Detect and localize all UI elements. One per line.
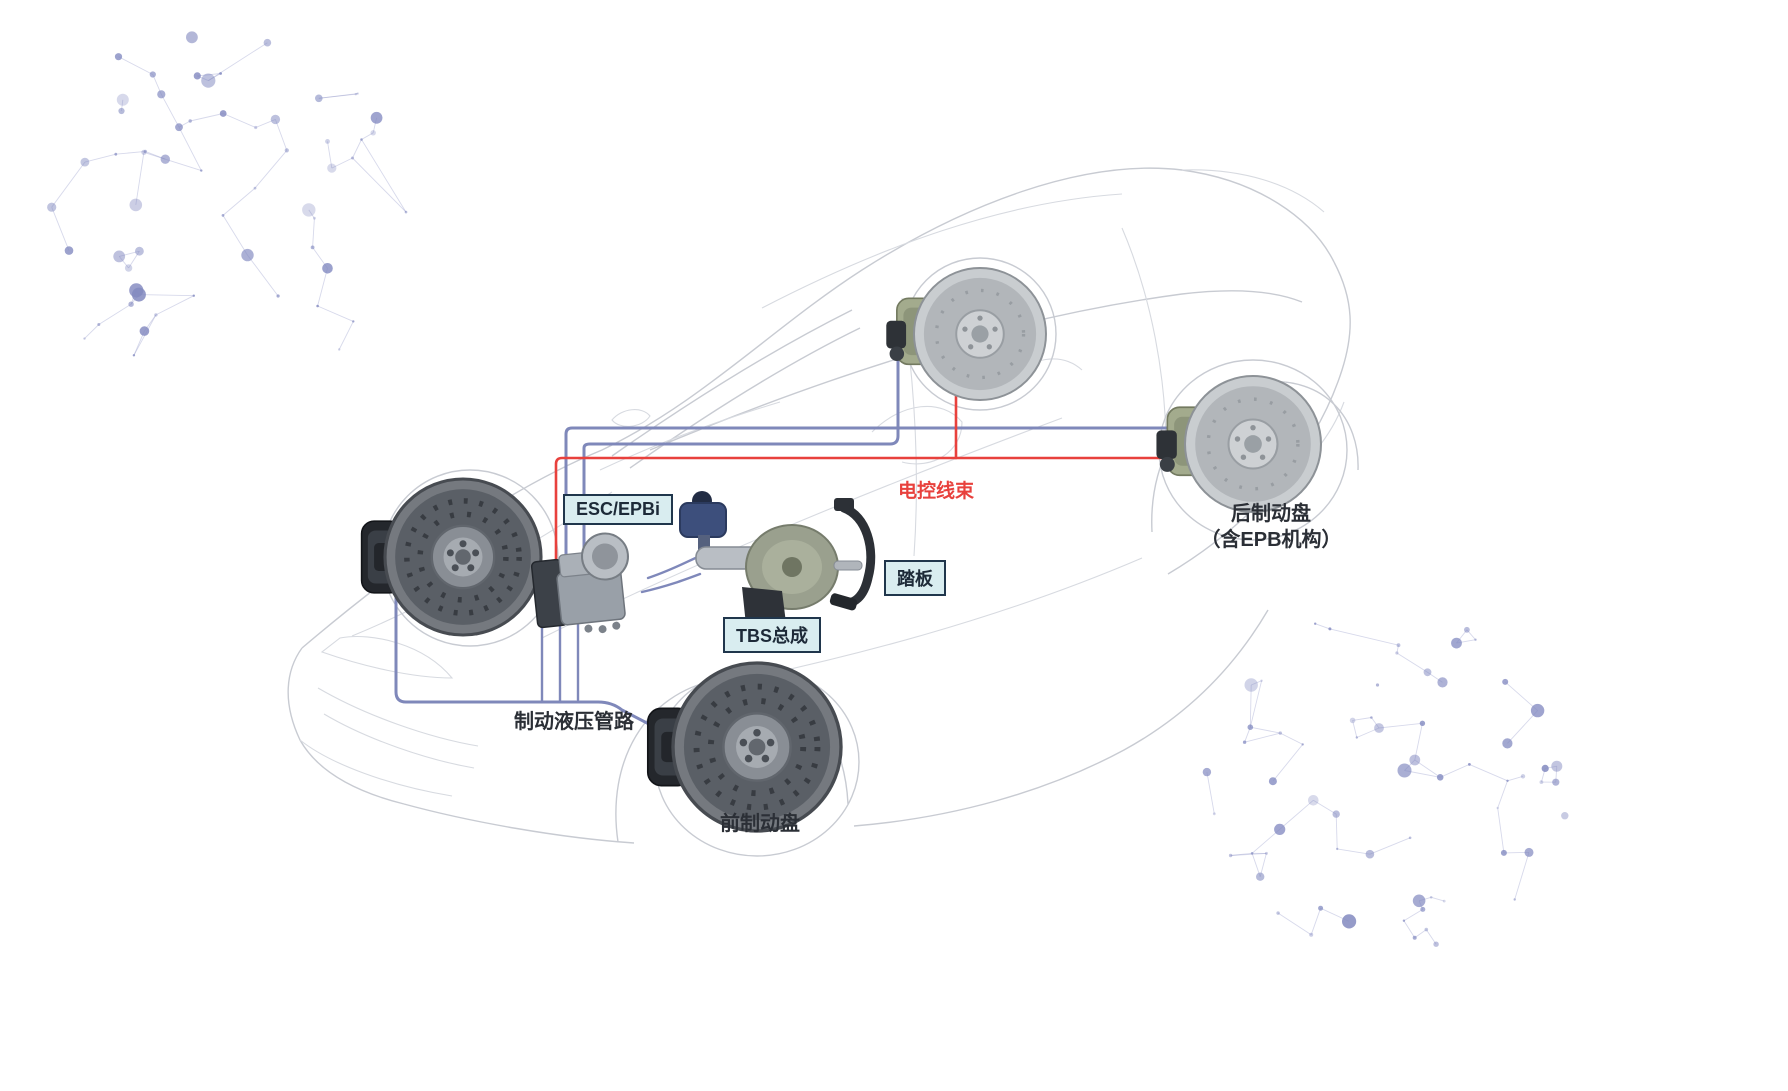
tbs-assembly — [679, 491, 863, 629]
brake-pedal — [829, 498, 876, 611]
rear-left-brake-disc-epb — [884, 266, 1048, 402]
label-electric-harness: 电控线束 — [898, 481, 975, 502]
electric-harness-lines — [554, 368, 1216, 562]
label-rear-brake-disc-line2: （含EPB机构） — [1200, 529, 1342, 551]
decorative-network-top-left — [47, 31, 408, 357]
rear-right-brake-disc-epb — [1154, 374, 1323, 514]
esc-unit — [530, 532, 629, 634]
label-hydraulic-lines: 制动液压管路 — [514, 711, 634, 733]
label-esc-unit: ESC/EPBi — [563, 494, 674, 525]
label-rear-brake-disc: 后制动盘 （含EPB机构） — [1186, 501, 1356, 553]
label-tbs-assembly: TBS总成 — [723, 617, 821, 653]
label-pedal: 踏板 — [884, 560, 946, 596]
front-brake-disc — [648, 663, 841, 831]
label-rear-brake-disc-line1: 后制动盘 — [1231, 503, 1311, 525]
front-left-brake-disc — [362, 479, 541, 635]
label-front-brake-disc: 前制动盘 — [720, 813, 800, 835]
decorative-network-bottom-right — [1202, 622, 1569, 947]
